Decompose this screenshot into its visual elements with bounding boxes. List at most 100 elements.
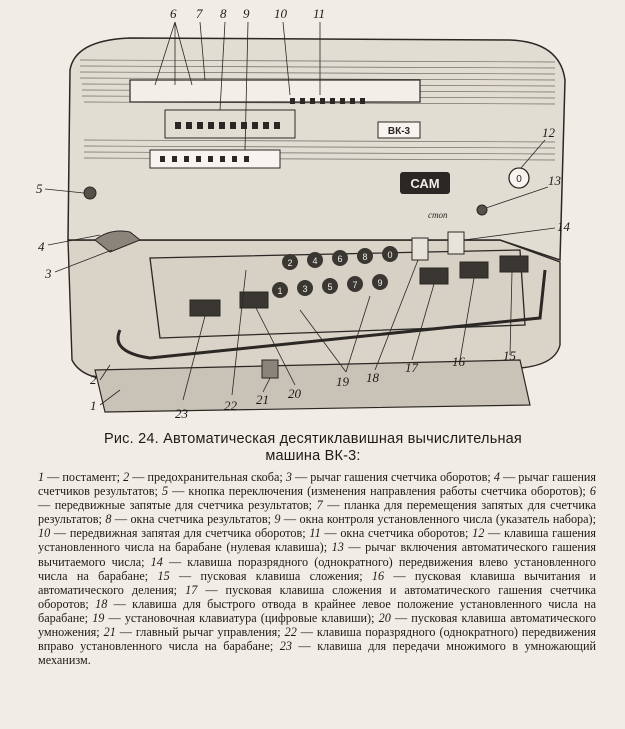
legend-item: 17 — пусковая клавиша сложения и автомат… <box>38 583 596 611</box>
callout-2: 2 <box>90 372 97 387</box>
legend-item: 22 — клавиша поразрядного (однократного)… <box>38 625 596 653</box>
calculator-drawing: ВК-3 САМ 0 2 4 6 8 0 1 3 5 7 <box>36 6 571 421</box>
legend-number: 23 <box>279 639 292 654</box>
legend-item: 13 — рычаг включения автоматического гаш… <box>38 540 596 568</box>
digit-key <box>347 276 363 292</box>
multiply-key <box>239 291 269 309</box>
digit-key <box>382 246 398 262</box>
legend-item: 8 — окна счетчика результатов; <box>105 512 274 526</box>
legend-item: 19 — установочная клавиатура (цифровые к… <box>92 611 378 625</box>
legend-item: 20 — пусковая клавиша автоматического ум… <box>38 611 596 639</box>
legend-number: 6 <box>589 484 596 499</box>
legend-item: 11 — окна счетчика оборотов; <box>309 526 472 540</box>
legend-text: — рычаг гашения счетчиков результатов; <box>38 470 596 499</box>
legend-text: — предохранительная скоба; <box>129 470 286 484</box>
legend-number: 20 <box>378 610 391 625</box>
callout-17: 17 <box>405 360 419 375</box>
callout-19: 19 <box>336 374 350 389</box>
callout-11: 11 <box>313 6 325 21</box>
legend-number: 4 <box>493 470 500 484</box>
callout-10: 10 <box>274 6 288 21</box>
digit-key <box>307 252 323 268</box>
digit-key-label: 9 <box>377 278 382 288</box>
caption-line-2: машина ВК-3: <box>265 448 361 464</box>
machine-body <box>67 37 566 262</box>
legend-item: 5 — кнопка переключения (изменения напра… <box>162 484 590 498</box>
callout-8: 8 <box>220 6 227 21</box>
callout-9: 9 <box>243 6 250 21</box>
callout-16: 16 <box>452 354 466 369</box>
legend-item: 2 — предохранительная скоба; <box>123 470 286 484</box>
callout-1: 1 <box>90 398 97 413</box>
legend-number: 1 <box>38 470 45 484</box>
legend-text: — передвижная запятая для счетчика оборо… <box>50 526 310 541</box>
legend-item: 18 — клавиша для быстрого отвода в крайн… <box>38 597 596 625</box>
main-control-lever <box>261 359 279 379</box>
legend-number: 8 <box>105 512 112 527</box>
legend-number: 5 <box>161 484 169 499</box>
stop-label: стоп <box>428 210 448 220</box>
switch-button <box>83 186 97 200</box>
setting-indicator-digits <box>160 156 249 162</box>
legend-number: 7 <box>316 498 323 513</box>
model-badge: ВК-3 <box>388 126 411 137</box>
caption-line-1: Рис. 24. Автоматическая десятиклавишная … <box>104 431 522 447</box>
legend-text: — клавиша гашения установленного числа н… <box>38 526 597 555</box>
legend-item: 14 — клавиша поразрядного (однократного)… <box>38 555 596 583</box>
callout-12: 12 <box>542 125 556 140</box>
digit-keys: 2 4 6 8 0 1 3 5 7 9 <box>272 246 398 298</box>
callout-5: 5 <box>36 181 43 196</box>
legend-item: 16 — пусковая клавиша вычитания и автома… <box>38 569 596 597</box>
return-key <box>411 237 429 261</box>
legend-number: 13 <box>331 540 344 555</box>
figure-legend: 1 — постамент; 2 — предохранительная ско… <box>38 470 596 667</box>
legend-number: 3 <box>285 470 292 484</box>
legend-text: — рычаг включения автоматического гашени… <box>38 540 596 569</box>
callout-4: 4 <box>38 239 45 254</box>
callout-15: 15 <box>503 348 517 363</box>
revolution-counter-windows <box>290 98 365 104</box>
callout-6: 6 <box>170 6 177 21</box>
legend-number: 10 <box>38 526 51 541</box>
digit-key <box>272 282 288 298</box>
legend-item: 1 — постамент; <box>38 470 123 484</box>
legend-number: 12 <box>472 526 485 541</box>
legend-text: — пусковая клавиша сложения; <box>169 568 372 583</box>
legend-item: 3 — рычаг гашения счетчика оборотов; <box>286 470 494 484</box>
add-key <box>499 255 529 273</box>
digit-key <box>322 278 338 294</box>
legend-text: — пусковая клавиша автоматического умнож… <box>38 610 596 640</box>
digit-key-label: 4 <box>312 256 317 266</box>
legend-item: 7 — планка для перемещения запятых для с… <box>38 498 596 526</box>
legend-number: 14 <box>150 554 163 569</box>
callout-13: 13 <box>548 173 562 188</box>
legend-text: — клавиша для передачи множимого в умнож… <box>38 639 596 668</box>
calculator-illustration: ВК-3 САМ 0 2 4 6 8 0 1 3 5 7 <box>36 6 571 421</box>
legend-item: 10 — передвижная запятая для счетчика об… <box>38 526 309 540</box>
legend-number: 15 <box>157 568 170 583</box>
legend-text: — передвижные запятые для счетчика резул… <box>38 498 317 513</box>
digit-key <box>357 248 373 264</box>
legend-text: — клавиша для быстрого отвода в крайнее … <box>38 596 596 625</box>
zero-key <box>508 167 530 189</box>
legend-number: 22 <box>284 625 297 640</box>
digit-key <box>297 280 313 296</box>
auto-clear-lever <box>476 204 488 216</box>
legend-number: 21 <box>103 625 116 640</box>
legend-text: — клавиша поразрядного (однократного) пе… <box>38 625 596 654</box>
result-counter-windows <box>175 122 280 129</box>
digit-key <box>372 274 388 290</box>
subtract-key <box>459 261 489 279</box>
digit-key-label: 7 <box>352 280 357 290</box>
legend-text: — окна контроля установленного числа (ук… <box>280 512 596 527</box>
leader-lines <box>44 21 556 406</box>
callout-labels: 6 7 8 9 10 11 5 12 13 14 4 3 2 1 15 16 1… <box>36 6 571 421</box>
legend-text: — планка для перемещения запятых для сче… <box>38 498 596 527</box>
callout-20: 20 <box>288 386 302 401</box>
legend-item: 4 — рычаг гашения счетчиков результатов; <box>38 470 596 498</box>
legend-item: 15 — пусковая клавиша сложения; <box>157 569 371 583</box>
callout-18: 18 <box>366 370 380 385</box>
legend-text: — пусковая клавиша вычитания и автоматич… <box>38 568 597 597</box>
legend-text: — пусковая клавиша сложения и автоматиче… <box>38 582 596 611</box>
